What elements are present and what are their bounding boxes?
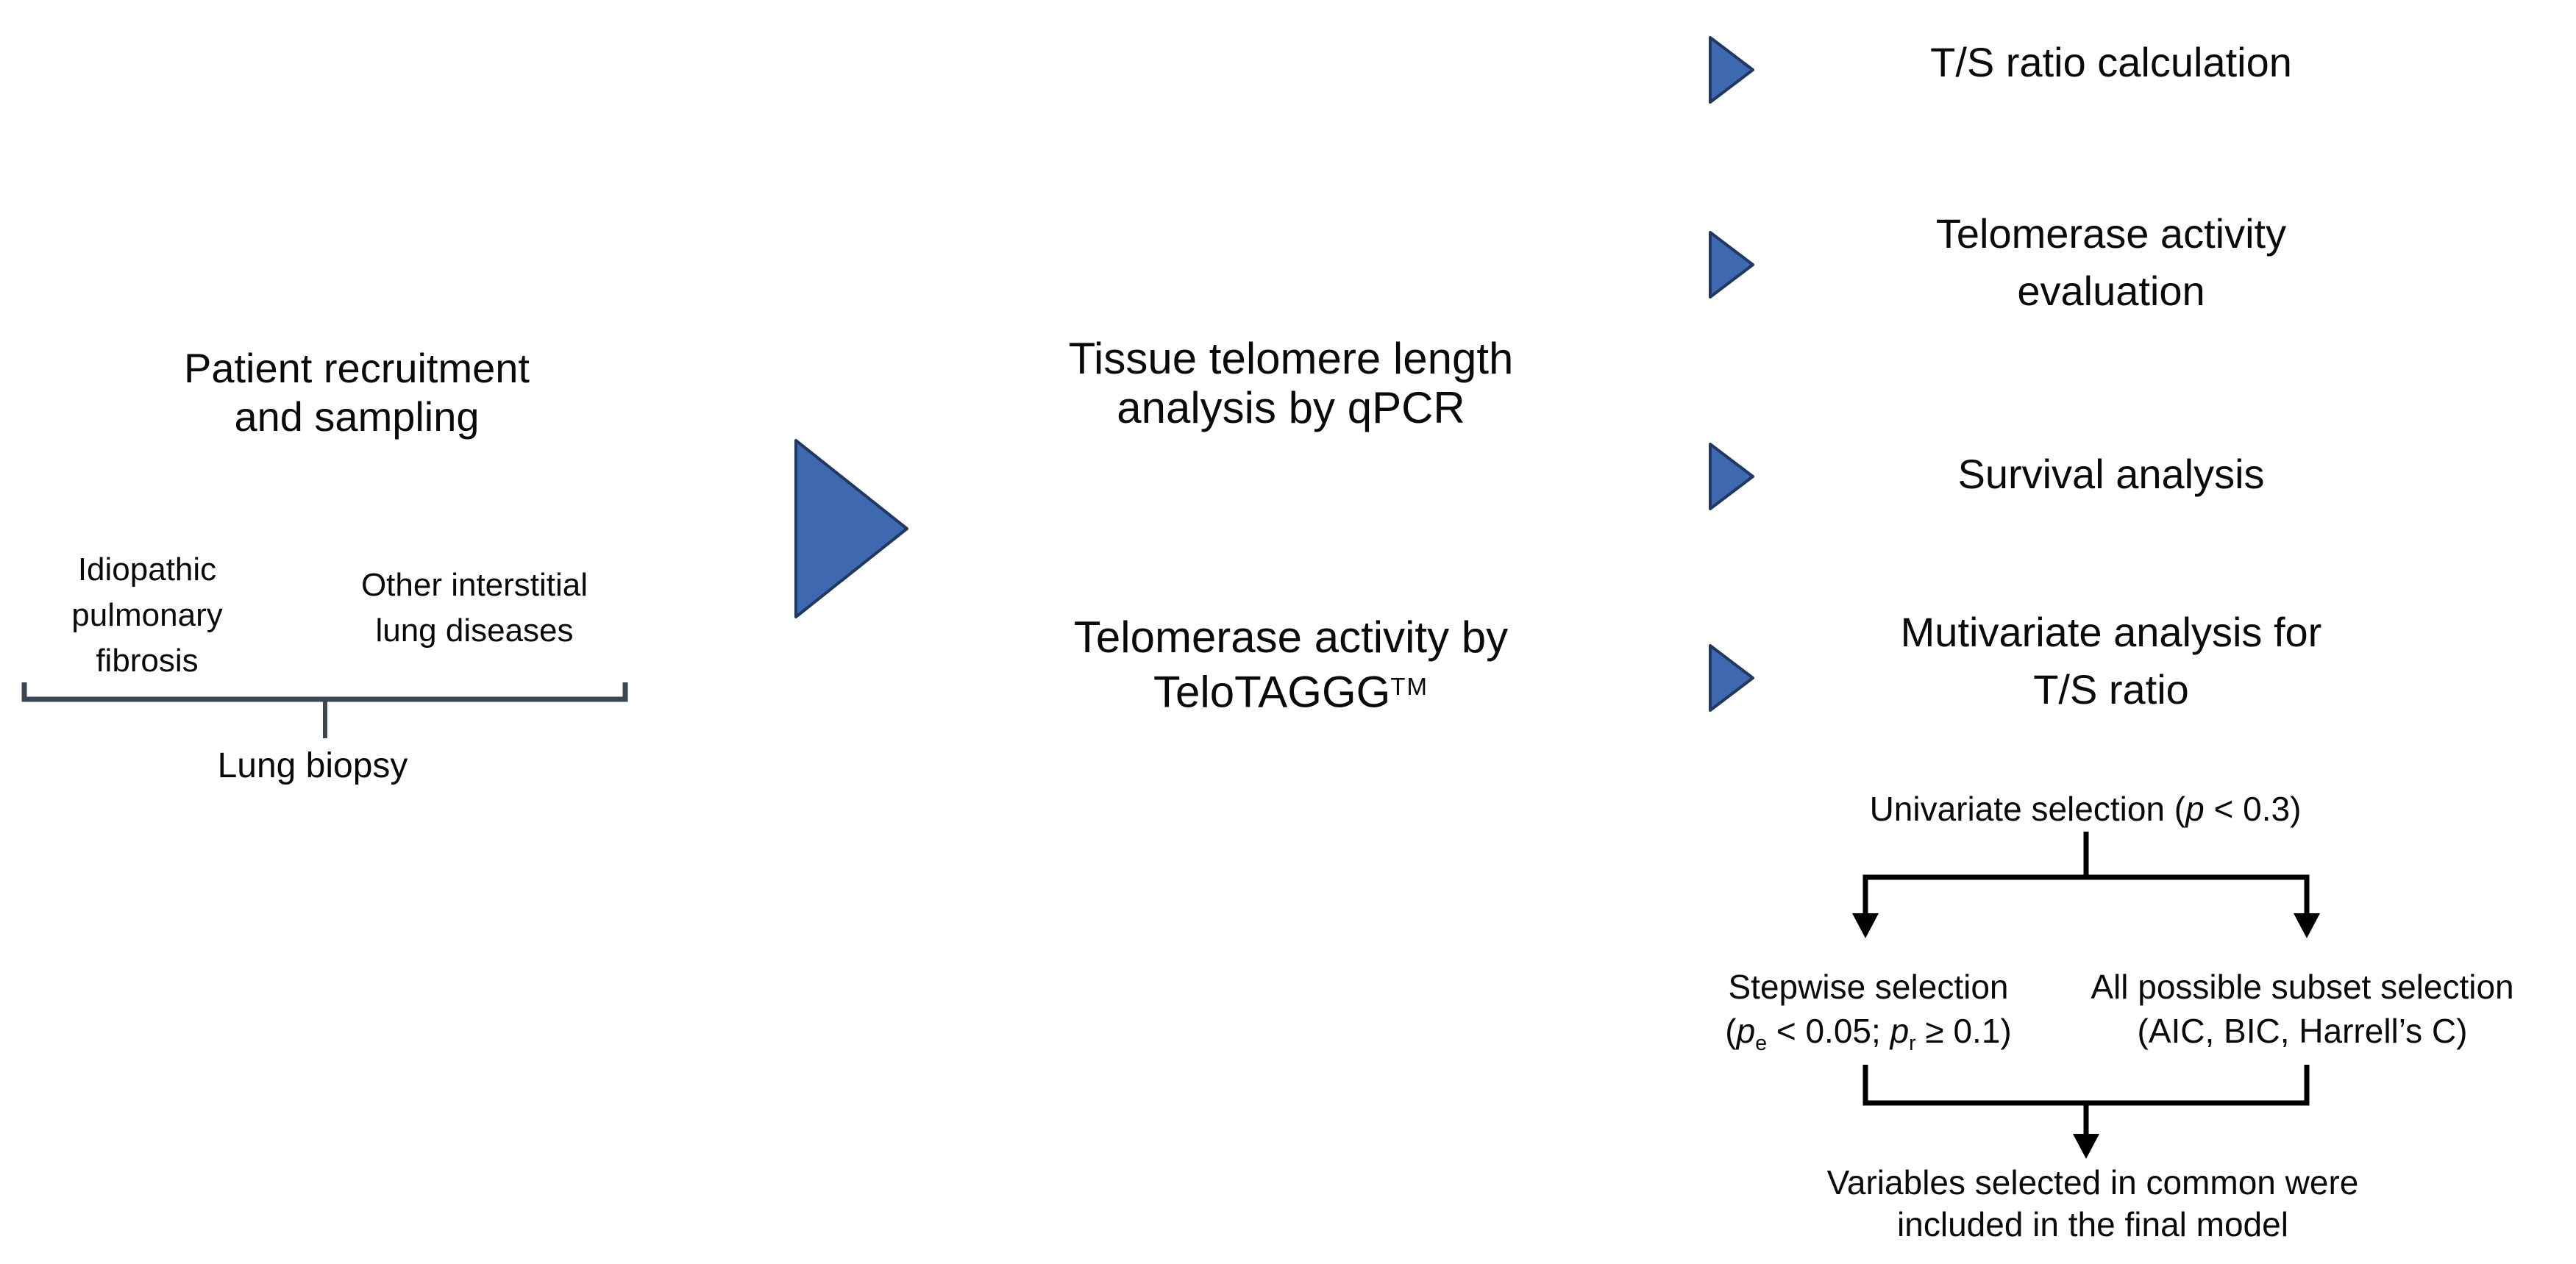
patient-groups-bracket (21, 682, 628, 738)
group-ipf-label: Idiopathic pulmonary fibrosis (7, 547, 287, 684)
lung-biopsy-label: Lung biopsy (217, 746, 408, 785)
subset-line1: All possible subset selection (2091, 968, 2514, 1006)
tissue-telomere-line1: Tissue telomere length (1068, 334, 1514, 383)
telomerase-assay-label: Telomerase activity by TeloTAGGGTM (993, 613, 1589, 717)
stepwise-close: ≥ 0.1) (1915, 1012, 2012, 1050)
stepwise-open: ( (1725, 1012, 1737, 1050)
bullet-multivariate-line2: T/S ratio (2033, 666, 2189, 713)
trademark-superscript: TM (1390, 673, 1428, 700)
telomerase-assay-line2: TeloTAGGGTM (993, 662, 1589, 717)
stepwise-line2: (pe < 0.05; pr ≥ 0.1) (1662, 1009, 2074, 1065)
merge-line (1862, 1065, 2310, 1106)
final-model-label: Variables selected in common were includ… (1762, 1162, 2424, 1246)
bullet-telomerase-eval-line1: Telomerase activity (1935, 210, 2287, 257)
patient-recruitment-title: Patient recruitment and sampling (63, 344, 651, 441)
group-ipf-line2: pulmonary (71, 597, 223, 633)
stepwise-p2-symbol: p (1890, 1012, 1910, 1050)
tissue-telomere-line2: analysis by qPCR (1117, 383, 1465, 432)
bracket-line (21, 682, 628, 702)
bullet-triangle-icon (1709, 36, 1754, 104)
flow-arrow-icon (794, 439, 908, 618)
stepwise-p1-symbol: p (1736, 1012, 1756, 1050)
final-model-line1: Variables selected in common were (1826, 1163, 2359, 1201)
univariate-suffix: < 0.3) (2204, 790, 2302, 828)
stepwise-selection-label: Stepwise selection (pe < 0.05; pr ≥ 0.1) (1662, 965, 2074, 1065)
final-model-line2: included in the final model (1897, 1205, 2288, 1243)
merge-connector (1862, 1065, 2310, 1159)
bullet-multivariate-line1: Mutivariate analysis for (1900, 609, 2322, 655)
bullet-survival-label: Survival analysis (1957, 451, 2265, 497)
group-other-ild-label: Other interstitial lung diseases (316, 563, 633, 654)
stepwise-mid: < 0.05; (1767, 1012, 1890, 1050)
group-other-ild-line2: lung diseases (375, 613, 574, 649)
univariate-selection-label: Univariate selection (p < 0.3) (1791, 789, 2380, 829)
subset-selection-label: All possible subset selection (AIC, BIC,… (2045, 965, 2560, 1053)
tissue-telomere-label: Tissue telomere length analysis by qPCR (993, 334, 1589, 432)
univariate-p-symbol: p (2185, 790, 2205, 828)
bullet-triangle-icon (1709, 443, 1754, 510)
branch-connector (1852, 832, 2320, 938)
stepwise-sub-e: e (1755, 1032, 1768, 1056)
group-ipf-line1: Idiopathic (77, 551, 217, 588)
telomerase-assay-line1: Telomerase activity by (1073, 613, 1509, 662)
arrowhead-icon (1852, 913, 1879, 938)
subset-line2: (AIC, BIC, Harrell’s C) (2137, 1012, 2468, 1050)
bullet-triangle-icon (1709, 644, 1754, 712)
bullet-triangle-icon (1709, 231, 1754, 299)
group-ipf-line3: fibrosis (96, 643, 199, 679)
branch-line (1862, 874, 2310, 916)
telotaggg-text: TeloTAGGG (1153, 667, 1391, 717)
bullet-multivariate-label: Mutivariate analysis for T/S ratio (1817, 604, 2405, 718)
arrowhead-icon (2294, 913, 2320, 938)
arrowhead-icon (2073, 1134, 2099, 1159)
group-other-ild-line1: Other interstitial (360, 567, 588, 603)
patient-title-line1: Patient recruitment (184, 345, 530, 391)
bullet-ts-ratio-label: T/S ratio calculation (1930, 39, 2292, 85)
bullet-telomerase-eval-label: Telomerase activity evaluation (1817, 205, 2405, 320)
stepwise-sub-r: r (1909, 1032, 1916, 1056)
stepwise-line1: Stepwise selection (1728, 968, 2009, 1006)
univariate-prefix: Univariate selection ( (1869, 790, 2186, 828)
patient-title-line2: and sampling (234, 393, 480, 440)
bullet-telomerase-eval-line2: evaluation (2017, 268, 2205, 314)
